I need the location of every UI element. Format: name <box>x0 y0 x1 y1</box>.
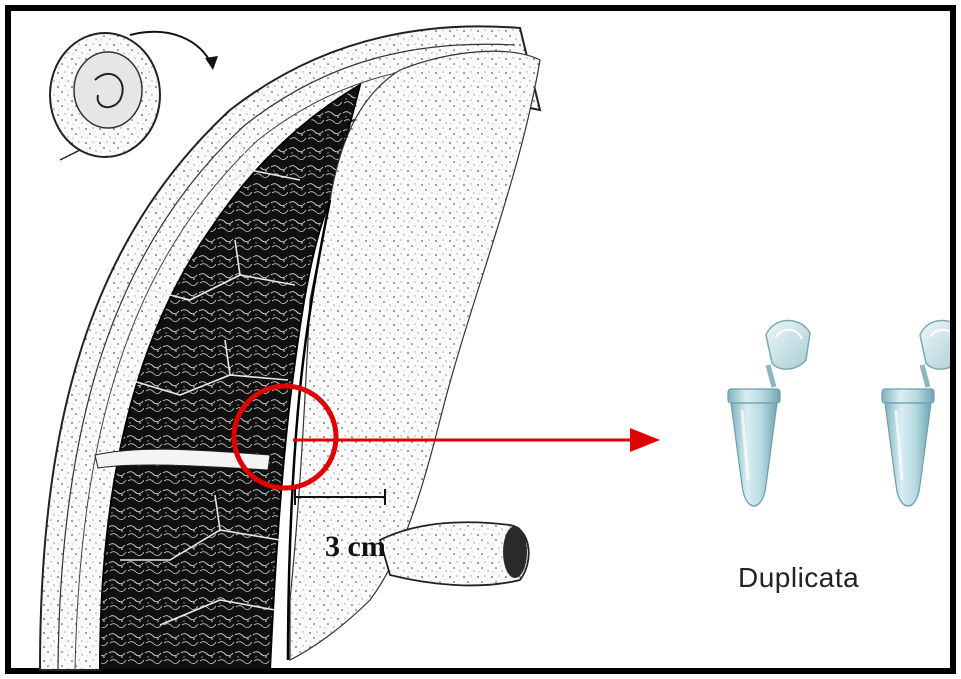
scale-bar-label: 3 cm <box>325 530 386 563</box>
tube-caption: Duplicata <box>738 562 859 593</box>
